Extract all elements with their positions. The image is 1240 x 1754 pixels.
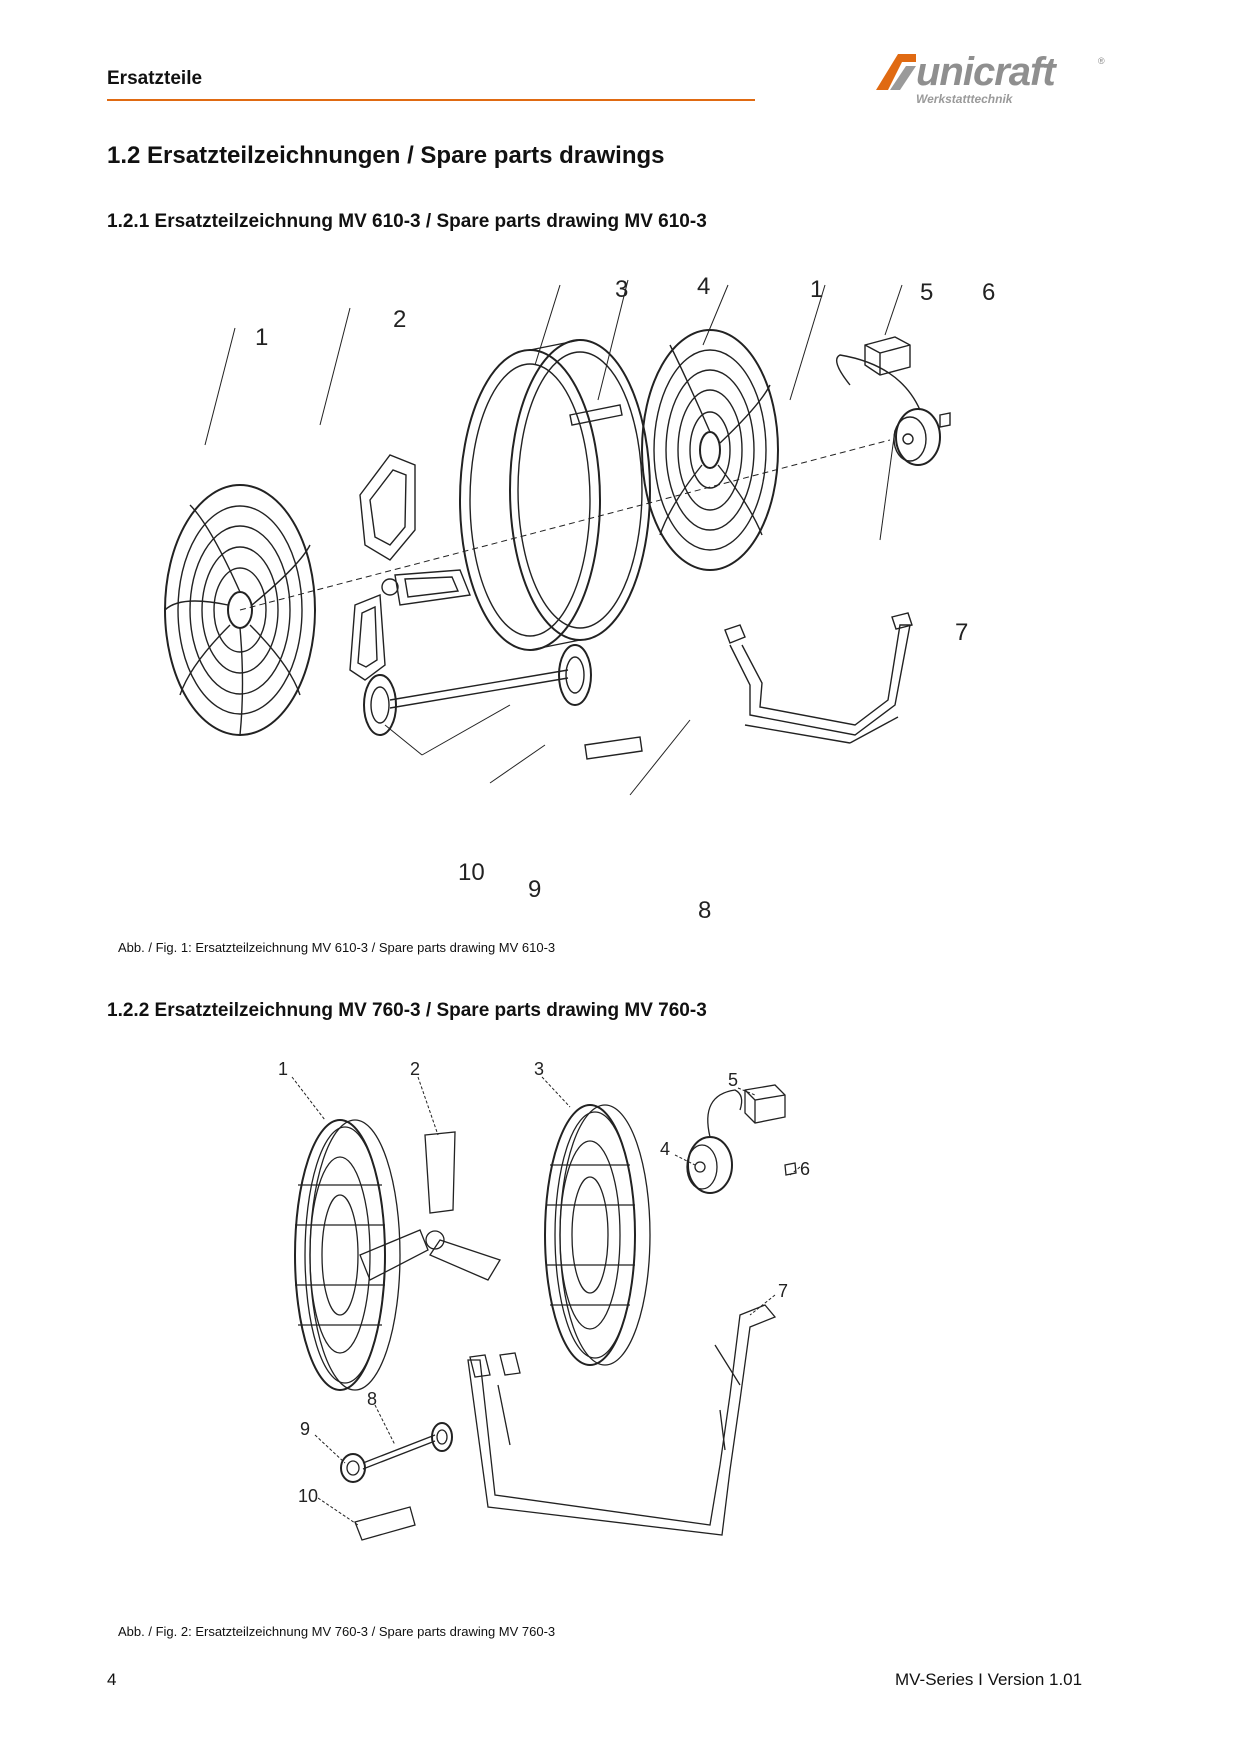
fan-blade-drawing	[359, 1131, 501, 1281]
callout-1-rear-grill: 1	[810, 276, 823, 303]
section2-title: 1.2.2 Ersatzteilzeichnung MV 760-3 / Spa…	[107, 1000, 707, 1021]
callout-9-wheel: 9	[300, 1419, 310, 1439]
callout-1-front-grill: 1	[278, 1059, 288, 1079]
footer-version: MV-Series I Version 1.01	[895, 1670, 1083, 1689]
callout-5-motor: 5	[920, 279, 933, 306]
callout-4-motor: 4	[660, 1139, 670, 1159]
callout-8-stand: 8	[698, 897, 711, 924]
callout-2-blade: 2	[393, 306, 406, 333]
rear-grill-drawing	[544, 1104, 651, 1366]
rear-grill-drawing	[641, 329, 779, 571]
callout-leaders	[204, 279, 903, 796]
foot-pad-drawing	[354, 1506, 416, 1541]
callout-3-drum: 3	[615, 276, 628, 303]
callout-6-capacitor: 6	[982, 279, 995, 306]
screw-drawing	[939, 412, 951, 428]
callout-1-front-grill: 1	[255, 324, 268, 351]
drum-housing-drawing	[459, 339, 651, 651]
stand-frame-drawing	[467, 1304, 777, 1536]
callout-leaders	[291, 1076, 801, 1526]
axle-wheels-drawing	[363, 644, 592, 736]
callout-10-axle: 10	[458, 859, 485, 886]
axle-wheels-drawing	[340, 1422, 453, 1483]
logo-mark-icon	[876, 54, 916, 90]
logo-subtitle: Werkstatttechnik	[916, 92, 1013, 106]
spare-parts-drawing-mv760: 1 2 3 5 4 6 7 8 9 10	[278, 1059, 810, 1541]
page-number: 4	[107, 1670, 117, 1689]
figure1-caption: Abb. / Fig. 1: Ersatzteilzeichnung MV 61…	[118, 940, 556, 955]
motor-drawing	[686, 1089, 743, 1194]
page-heading: 1.2 Ersatzteilzeichnungen / Spare parts …	[107, 142, 665, 169]
header-divider	[107, 99, 755, 101]
header-section-title: Ersatzteile	[107, 68, 203, 89]
logo-registered-mark: ®	[1098, 56, 1105, 66]
fan-blade-drawing	[349, 454, 471, 681]
motor-drawing	[836, 354, 941, 466]
foot-pad-drawing	[584, 736, 643, 760]
callout-9-foot: 9	[528, 876, 541, 903]
logo-wordmark: unicraft	[916, 50, 1056, 94]
unicraft-logo: unicraft ® Werkstatttechnik	[872, 50, 1108, 112]
callout-8-axle: 8	[367, 1389, 377, 1409]
capacitor-box-drawing	[864, 336, 911, 376]
screw-drawing	[784, 1162, 797, 1176]
callout-7-stand: 7	[778, 1281, 788, 1301]
section1-title: 1.2.1 Ersatzteilzeichnung MV 610-3 / Spa…	[107, 211, 707, 232]
front-grill-drawing	[294, 1119, 401, 1391]
stand-frame-drawing	[724, 612, 913, 744]
figure2-caption: Abb. / Fig. 2: Ersatzteilzeichnung MV 76…	[118, 1624, 556, 1639]
callout-2-blade: 2	[410, 1059, 420, 1079]
callout-6-screw: 6	[800, 1159, 810, 1179]
callout-7-screw: 7	[955, 619, 968, 646]
capacitor-box-drawing	[744, 1084, 786, 1124]
front-grill-drawing	[164, 484, 316, 736]
callout-3-rear-grill: 3	[534, 1059, 544, 1079]
callout-10-foot: 10	[298, 1486, 318, 1506]
callout-5-capacitor: 5	[728, 1070, 738, 1090]
spare-parts-drawing-mv610: 1 2 3 4 1 5 6 7 10 9 8	[164, 273, 995, 924]
callout-4-handle: 4	[697, 273, 710, 300]
